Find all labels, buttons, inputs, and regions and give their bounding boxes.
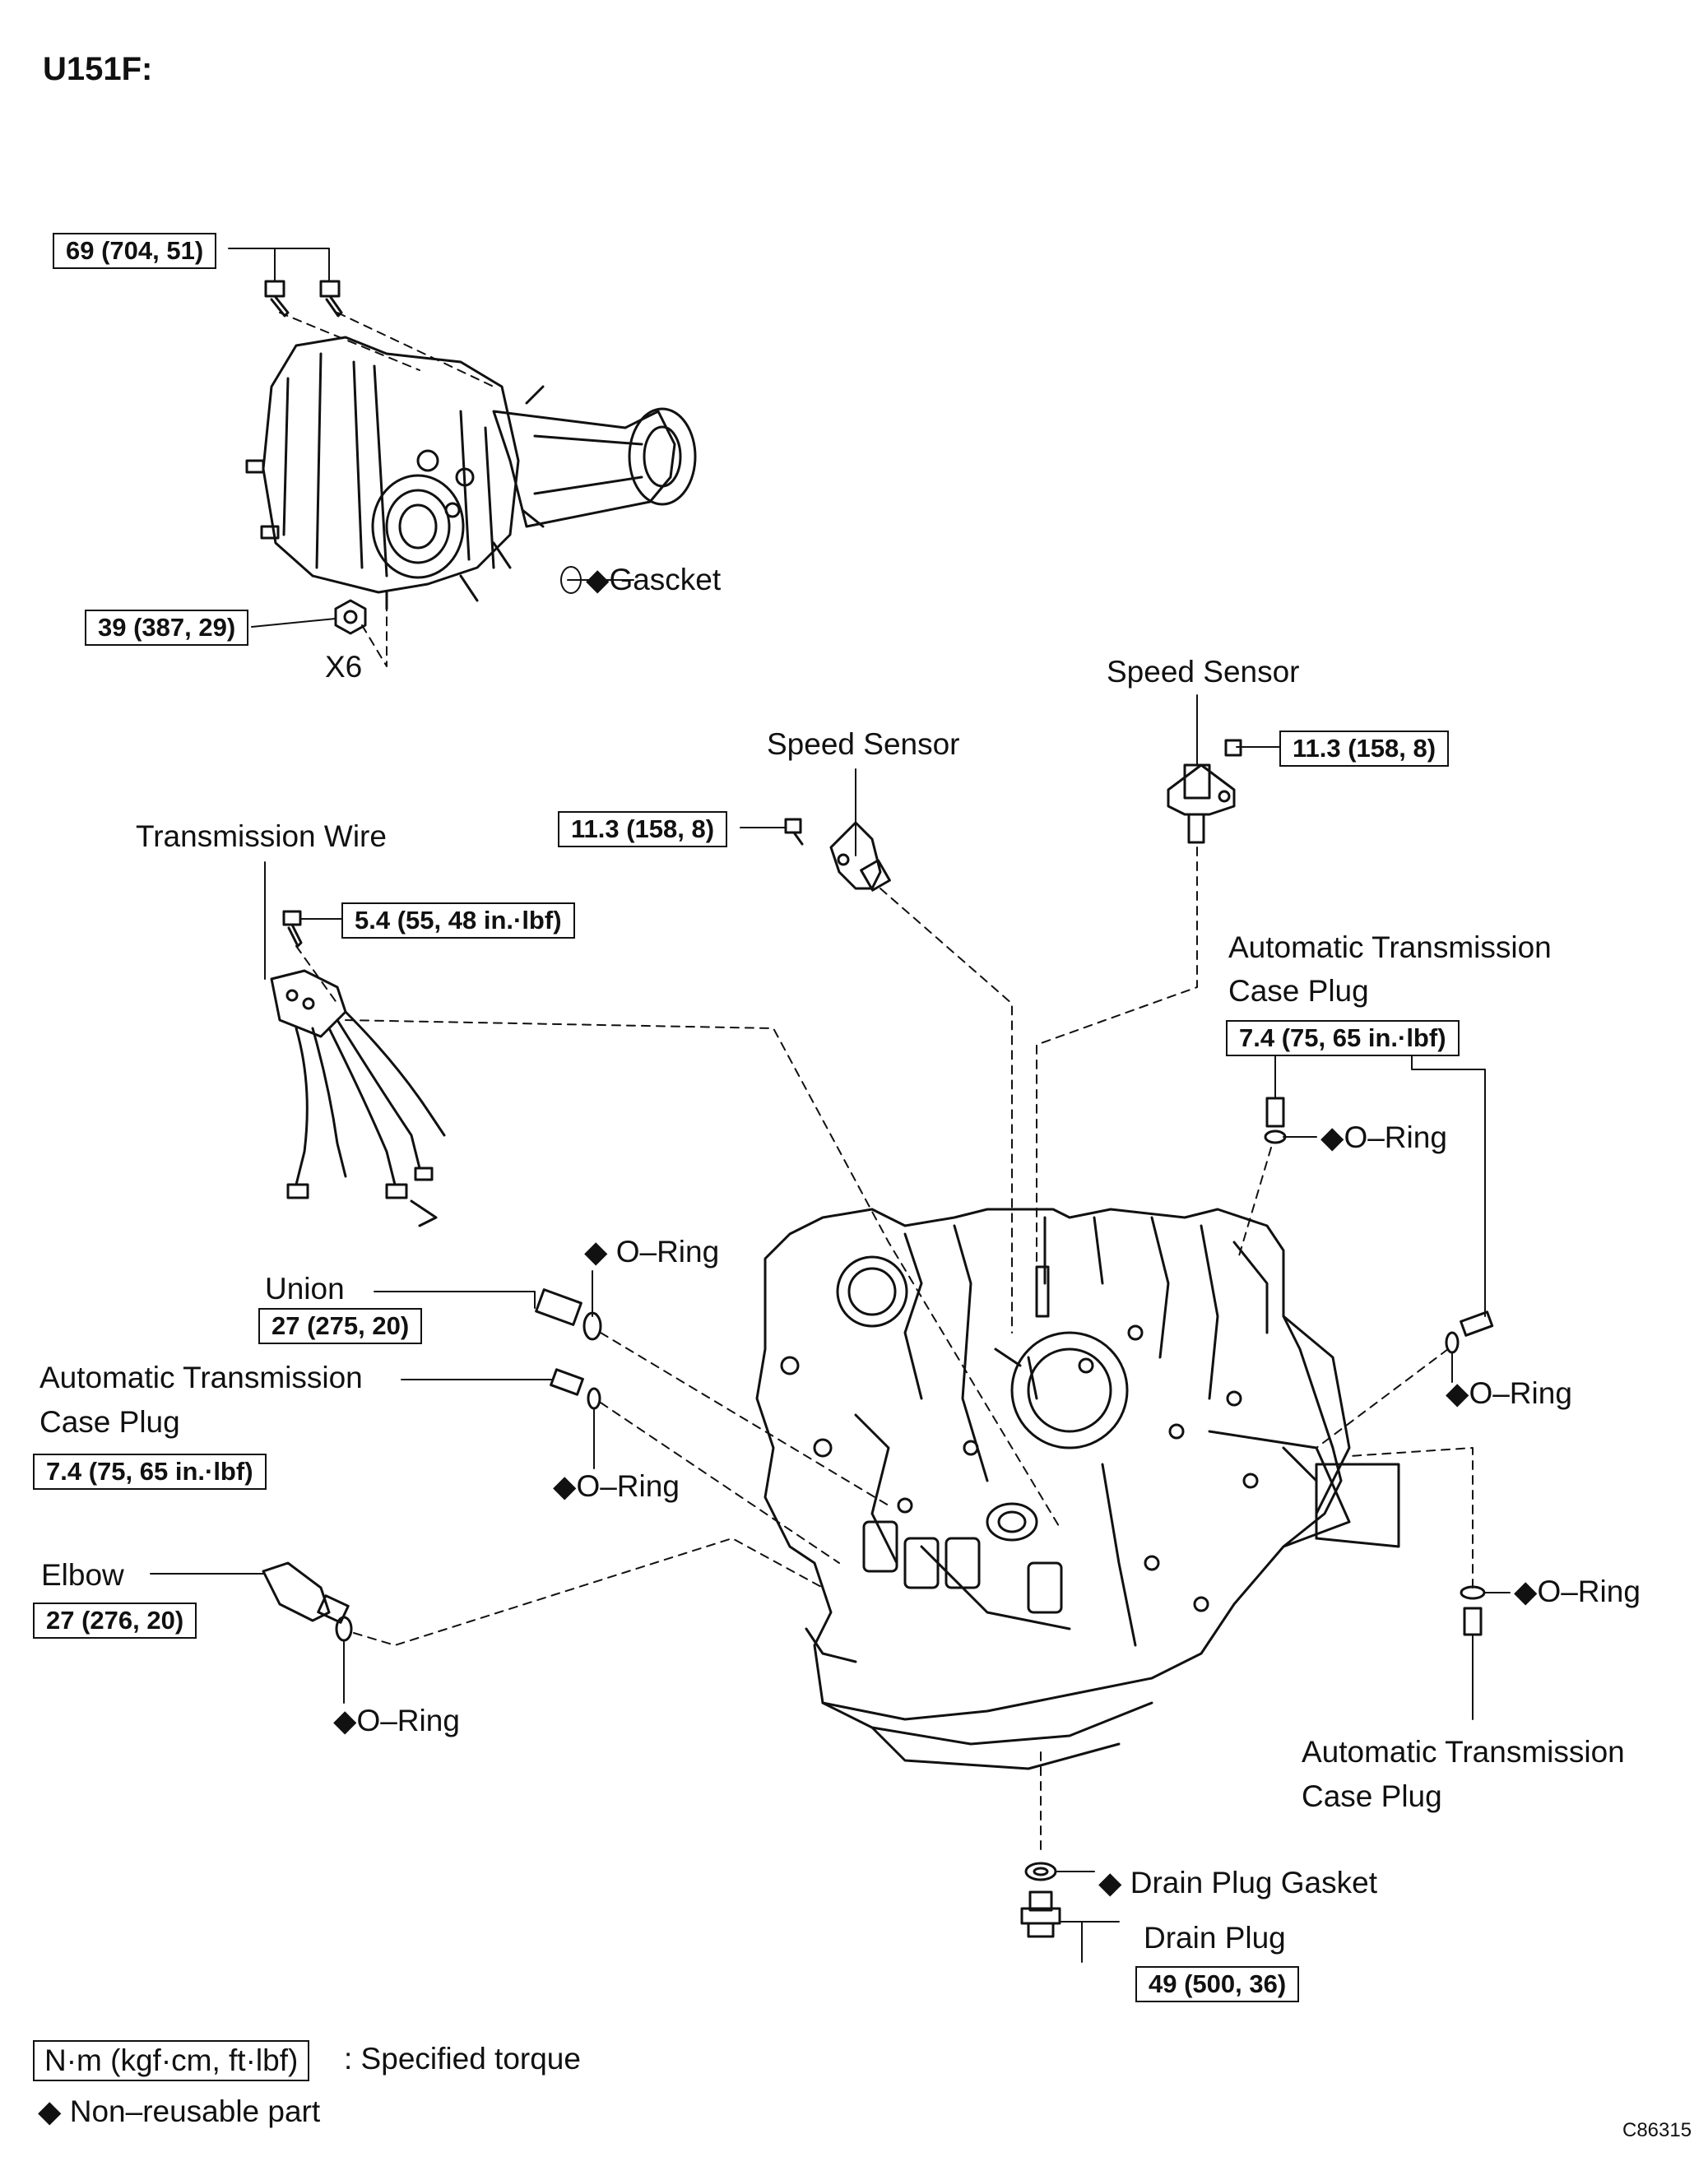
transfer-nut: [334, 591, 388, 667]
atc-plug-lower-right: [1348, 1447, 1486, 1636]
label-atc-plug-bottom-1: Automatic Transmission: [1302, 1735, 1625, 1769]
label-oring-upper-right: ◆O–Ring: [1320, 1120, 1447, 1154]
label-speed-sensor-mid: Speed Sensor: [767, 727, 960, 761]
torque-transfer-bolts: 69 (704, 51): [53, 233, 217, 269]
transmission-wire: [270, 910, 1062, 1531]
elbow-fitting: [262, 1538, 824, 1646]
torque-elbow: 27 (276, 20): [33, 1603, 197, 1639]
torque-atc-plug-left: 7.4 (75, 65 in.·lbf): [33, 1454, 267, 1490]
torque-transmission-wire: 5.4 (55, 48 in.·lbf): [341, 902, 575, 939]
label-atc-plug-left-2: Case Plug: [39, 1405, 180, 1439]
label-elbow: Elbow: [41, 1558, 124, 1592]
label-atc-plug-right-1: Automatic Transmission: [1228, 930, 1552, 964]
label-transmission-wire: Transmission Wire: [136, 819, 387, 853]
label-drain-plug-gasket: ◆ Drain Plug Gasket: [1098, 1866, 1377, 1899]
legend-non-reusable: ◆ Non–reusable part: [38, 2094, 321, 2128]
leader-lines: [150, 248, 1511, 1963]
torque-speed-sensor-mid: 11.3 (158, 8): [558, 811, 728, 847]
torque-speed-sensor-right: 11.3 (158, 8): [1279, 731, 1450, 767]
torque-transfer-nuts: 39 (387, 29): [85, 610, 249, 646]
label-drain-plug: Drain Plug: [1144, 1921, 1286, 1955]
label-atc-plug-left-1: Automatic Transmission: [39, 1361, 363, 1394]
torque-drain-plug: 49 (500, 36): [1135, 1966, 1300, 2002]
label-oring-right-low: ◆O–Ring: [1514, 1575, 1641, 1608]
figure-code: C86315: [1622, 2119, 1692, 2141]
drain-plug: [1020, 1751, 1061, 1938]
label-union: Union: [265, 1272, 345, 1306]
torque-atc-plug-right: 7.4 (75, 65 in.·lbf): [1226, 1020, 1460, 1056]
transaxle-assembly: [755, 1208, 1400, 1770]
transfer-bolts: [264, 280, 494, 387]
torque-union: 27 (275, 20): [258, 1308, 423, 1344]
speed-sensor-mid: [784, 818, 1013, 1334]
page-title: U151F:: [43, 51, 153, 87]
label-oring-elbow: ◆O–Ring: [333, 1704, 460, 1737]
label-atc-plug-right-2: Case Plug: [1228, 974, 1369, 1008]
label-oring-union: ◆ O–Ring: [584, 1235, 720, 1269]
label-atc-plug-bottom-2: Case Plug: [1302, 1779, 1442, 1813]
label-x6: X6: [325, 650, 363, 684]
legend-torque-desc: : Specified torque: [344, 2042, 581, 2076]
legend-torque-unit: N·m (kgf·cm, ft·lbf): [33, 2040, 310, 2081]
label-gasket: ◆Gascket: [586, 563, 722, 596]
transfer-assembly: [245, 336, 697, 610]
label-speed-sensor-right: Speed Sensor: [1107, 655, 1300, 689]
gasket-symbol: [560, 566, 582, 594]
atc-plug-upper-right: [1237, 1097, 1287, 1259]
label-oring-left-plug: ◆O–Ring: [553, 1469, 680, 1503]
label-oring-right-mid: ◆O–Ring: [1446, 1376, 1572, 1410]
